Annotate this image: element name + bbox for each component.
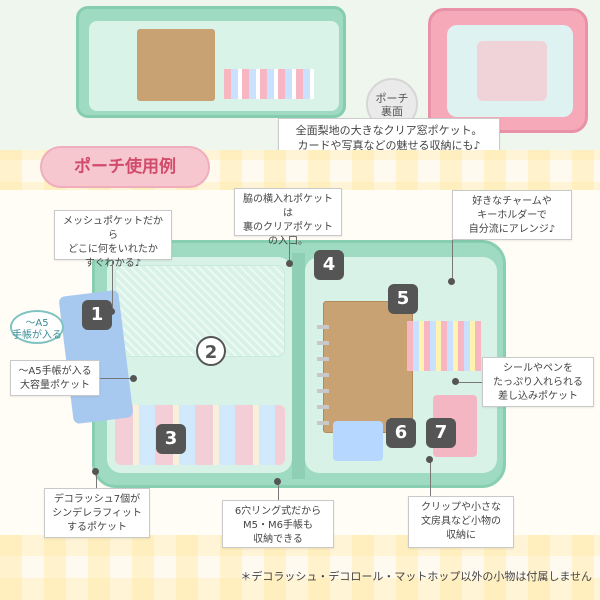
notebook-rings: [317, 315, 329, 425]
connector-dot: [130, 375, 137, 382]
deco-pocket: [115, 405, 285, 465]
back-side-photo: [428, 8, 588, 133]
pen-row: [407, 321, 481, 371]
a5-tag: 〜A5 手帳が入る: [10, 310, 64, 344]
marker-5: 5: [388, 284, 418, 314]
marker-4: 4: [314, 250, 344, 280]
connector-line: [456, 382, 482, 383]
connector-line: [278, 480, 279, 500]
connector-line: [452, 240, 453, 280]
a5-pocket-callout: 〜A5手帳が入る 大容量ポケット: [10, 360, 100, 396]
connector-line: [96, 470, 97, 488]
photo-pens: [224, 69, 314, 99]
connector-line: [289, 236, 290, 262]
card-item: [333, 421, 383, 461]
ring-pocket-callout: 6穴リング式だから M5・M6手帳も 収納できる: [222, 500, 334, 548]
marker-7: 7: [426, 418, 456, 448]
pouch-spine: [292, 253, 305, 479]
connector-line: [112, 260, 113, 310]
marker-2: 2: [196, 336, 226, 366]
footnote: ＊デコラッシュ・デコロール・マットホップ以外の小物は付属しません: [240, 570, 592, 583]
pen-pocket-callout: シールやペンを たっぷり入れられる 差し込みポケット: [482, 357, 594, 407]
marker-3: 3: [156, 424, 186, 454]
deco-pocket-callout: デコラッシュ7個が シンデレラフィット するポケット: [44, 488, 150, 538]
marker-1: 1: [82, 300, 112, 330]
photo-notebook: [137, 29, 215, 101]
pouch: [92, 240, 506, 488]
connector-dot: [274, 478, 281, 485]
connector-line: [100, 378, 132, 379]
connector-dot: [448, 278, 455, 285]
connector-line: [430, 460, 431, 496]
clear-window-card: [477, 41, 547, 101]
connector-dot: [286, 260, 293, 267]
notebook: [323, 301, 413, 433]
open-pouch-photo: [76, 6, 346, 118]
charm-callout: 好きなチャームや キーホルダーで 自分流にアレンジ♪: [452, 190, 572, 240]
connector-dot: [92, 468, 99, 475]
mesh-pocket-callout: メッシュポケットだから どこに何をいれたか すぐわかる♪: [54, 210, 172, 269]
clear-window-callout: 全面梨地の大きなクリア窓ポケット。 カードや写真などの魅せる収納にも♪: [278, 118, 500, 154]
usage-title: ポーチ使用例: [40, 146, 210, 188]
side-pocket-callout: 脇の横入れポケットは 裏のクリアポケット の入口。: [234, 188, 342, 247]
clip-pocket-callout: クリップや小さな 文房具など小物の 収納に: [408, 496, 514, 548]
marker-6: 6: [386, 418, 416, 448]
connector-dot: [108, 308, 115, 315]
connector-dot: [426, 456, 433, 463]
connector-dot: [452, 378, 459, 385]
